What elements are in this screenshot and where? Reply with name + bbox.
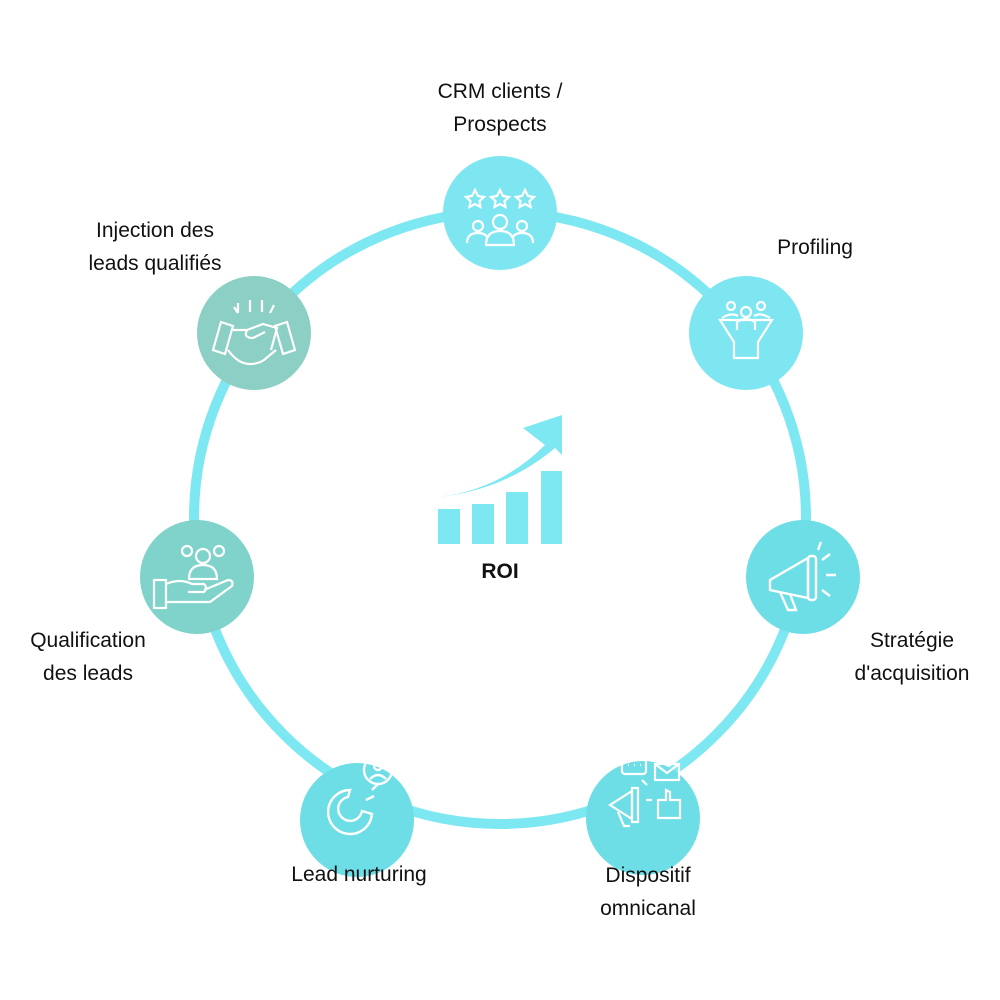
node-crm-label: CRM clients / Prospects — [438, 75, 563, 141]
handshake-icon — [211, 300, 297, 366]
label-line: Qualification — [30, 629, 146, 652]
label-line: Injection des — [96, 219, 214, 242]
hand-people-icon — [152, 544, 234, 610]
label-line: Prospects — [453, 113, 547, 136]
omnichannel-icon — [607, 754, 682, 828]
node-qualified-leads-injection-label: Injection des leads qualifiés — [88, 214, 221, 280]
node-profiling — [689, 276, 803, 390]
megaphone-icon — [768, 541, 836, 612]
funnel-people-icon — [717, 300, 775, 360]
node-acquisition-strategy-label: Stratégie d'acquisition — [855, 624, 970, 690]
label-line: des leads — [43, 662, 133, 685]
node-lead-qualification — [140, 520, 254, 634]
label-line: Dispositif — [605, 864, 691, 887]
node-profiling-label: Profiling — [777, 231, 853, 264]
roi-growth-icon — [438, 415, 562, 544]
label-line: omnicanal — [600, 897, 696, 920]
label-line: leads qualifiés — [88, 252, 222, 275]
node-qualified-leads-injection — [197, 276, 311, 390]
label-line: CRM clients / — [437, 80, 563, 103]
node-crm — [443, 156, 557, 270]
node-omnichannel-label: Dispositif omnicanal — [600, 859, 696, 925]
node-acquisition-strategy — [746, 520, 860, 634]
node-lead-nurturing — [300, 754, 414, 877]
node-lead-qualification-label: Qualification des leads — [30, 624, 146, 690]
node-omnichannel — [586, 754, 700, 875]
label-line: d'acquisition — [854, 662, 970, 685]
node-lead-nurturing-label: Lead nurturing — [291, 858, 426, 891]
label-line: Profiling — [777, 236, 853, 259]
rating-people-icon — [463, 187, 537, 247]
magnet-user-icon — [326, 754, 394, 836]
label-line: Lead nurturing — [291, 863, 427, 886]
label-line: Stratégie — [869, 629, 955, 652]
roi-label: ROI — [481, 560, 519, 583]
